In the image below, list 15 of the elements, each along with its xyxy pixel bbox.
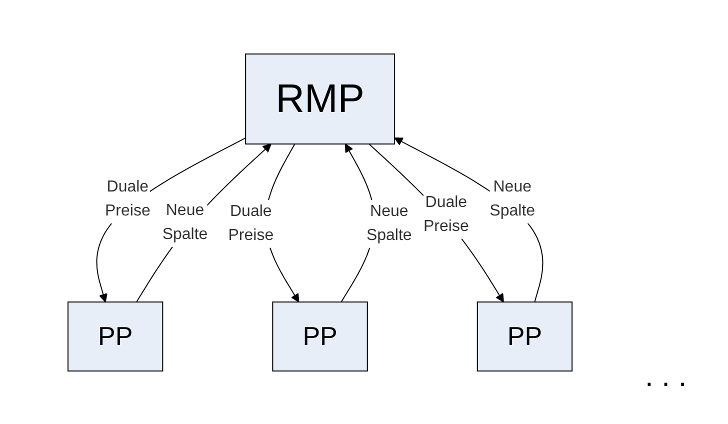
node-box: PP <box>272 301 368 371</box>
edge-label: Neue Spalte <box>490 178 536 219</box>
arrow <box>136 143 272 302</box>
edge-label: Neue Spalte <box>162 202 208 242</box>
node-box: RMP <box>245 53 395 144</box>
node-box: PP <box>67 301 164 371</box>
edge-label: Duale Preise <box>104 178 150 219</box>
edge-label: Neue Spalte <box>366 202 412 244</box>
edge-label: Duale Preise <box>423 193 469 234</box>
arrow <box>368 143 504 302</box>
node-box: PP <box>476 301 573 371</box>
ellipsis-text: . . . <box>645 360 688 394</box>
edge-label: Duale Preise <box>228 202 274 244</box>
arrow <box>394 137 544 302</box>
arrow <box>96 136 246 302</box>
